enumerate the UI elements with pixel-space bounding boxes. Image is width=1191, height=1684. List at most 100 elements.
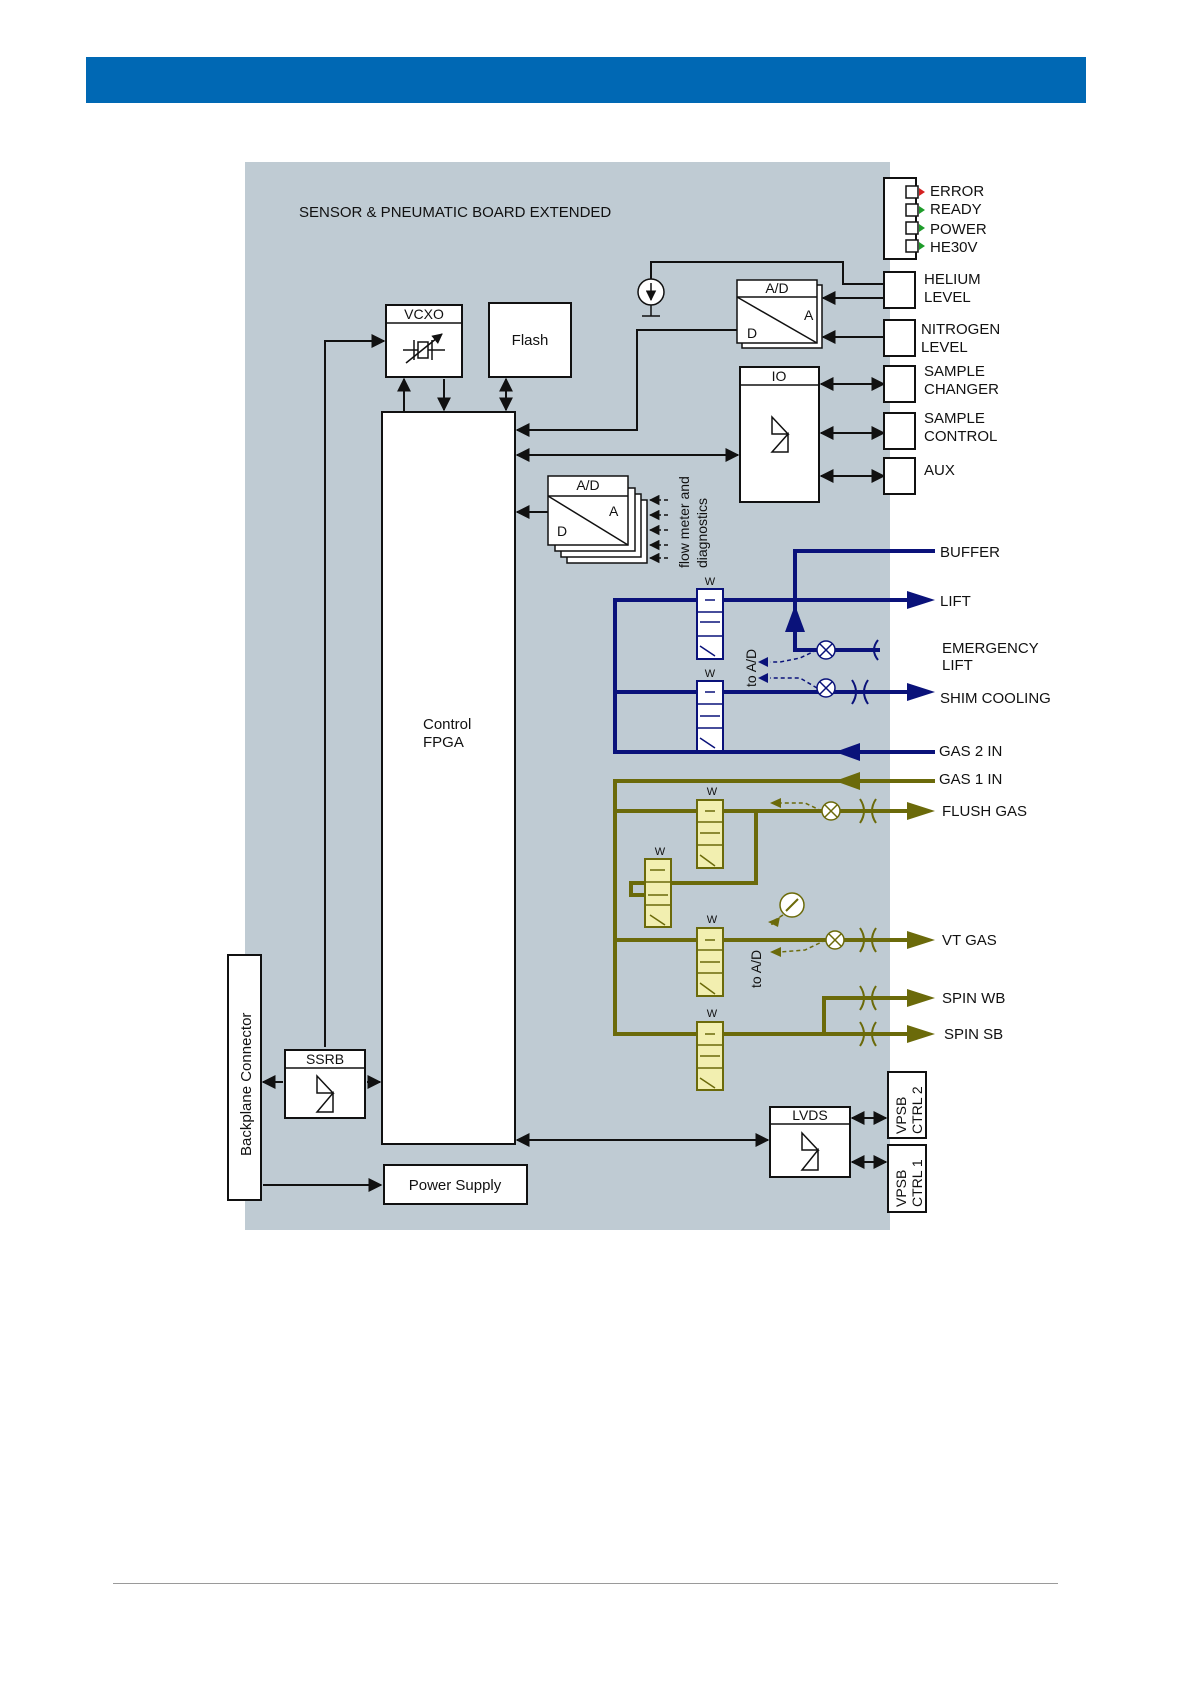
buffer-label: BUFFER — [940, 544, 1000, 561]
ad-top-label: A/D — [765, 280, 788, 296]
fpga-block — [381, 411, 516, 1145]
backplane-connector — [227, 954, 262, 1201]
led-green-icon — [919, 242, 925, 250]
vt-label: VT GAS — [942, 932, 997, 949]
valve-olive-4: W — [696, 1008, 724, 1091]
gas1-arrows — [835, 772, 935, 1043]
gas2-lines — [613, 549, 935, 754]
spin-sb-label: SPIN SB — [944, 1026, 1003, 1043]
vpsb2-label-1: VPSB — [893, 1097, 909, 1134]
valve-olive-3: W — [696, 914, 724, 997]
to-ad-olive: to A/D — [748, 950, 764, 988]
svg-text:W: W — [707, 786, 718, 798]
power-supply-block — [383, 1164, 528, 1205]
gas1-label: GAS 1 IN — [939, 771, 1002, 788]
lvds-block: LVDS — [769, 1106, 851, 1178]
svg-text:W: W — [707, 1008, 718, 1020]
svg-text:W: W — [705, 668, 716, 680]
aux-label: AUX — [924, 462, 955, 479]
power-supply-label: Power Supply — [409, 1177, 502, 1194]
emergency-label-1: EMERGENCY — [942, 640, 1039, 657]
ad-top-a: A — [804, 307, 814, 323]
nitrogen-connector — [883, 319, 916, 357]
flow-meter-label-2: diagnostics — [694, 498, 710, 568]
io-label: IO — [772, 368, 787, 384]
flush-label: FLUSH GAS — [942, 803, 1027, 820]
svg-text:W: W — [705, 576, 716, 588]
sample-control-label-2: CONTROL — [924, 428, 997, 445]
fpga-label-2: FPGA — [423, 734, 464, 751]
led-green-icon — [919, 206, 925, 214]
ad-converter-top: A/D A D — [736, 279, 823, 349]
led-panel — [883, 177, 925, 260]
restrictor-icon — [859, 927, 877, 953]
shim-label: SHIM COOLING — [940, 690, 1051, 707]
fpga-label-1: Control — [423, 716, 471, 733]
flash-block — [488, 302, 572, 378]
led-label-power: POWER — [930, 221, 987, 238]
svg-text:W: W — [655, 846, 666, 858]
ad-converter-flow: A/D A D — [547, 475, 648, 564]
vpsb-ctrl1-connector — [887, 1144, 927, 1213]
led-label-he30v: HE30V — [930, 239, 978, 256]
restrictor-icon — [859, 985, 877, 1011]
sample-control-connector — [883, 412, 916, 450]
vcxo-block: VCXO — [385, 304, 463, 378]
buffer-icon — [315, 1074, 335, 1113]
lvds-label: LVDS — [792, 1107, 828, 1123]
io-block: IO — [739, 366, 820, 503]
restrictor-icon — [851, 679, 869, 705]
nitrogen-label-2: LEVEL — [921, 339, 968, 356]
ad-mid-d: D — [557, 523, 567, 539]
vpsb2-label-2: CTRL 2 — [909, 1086, 925, 1134]
gas1-flowmeters — [779, 798, 877, 1047]
gas2-label: GAS 2 IN — [939, 743, 1002, 760]
to-ad-blue: to A/D — [743, 649, 759, 687]
ad-mid-a: A — [609, 503, 619, 519]
gas2-arrows — [785, 591, 935, 761]
led-green-icon — [919, 224, 925, 232]
ssrb-label: SSRB — [306, 1051, 344, 1067]
sample-changer-label-1: SAMPLE — [924, 363, 985, 380]
nitrogen-label-1: NITROGEN — [921, 321, 1000, 338]
crystal-icon — [403, 333, 445, 364]
aux-connector — [883, 457, 916, 495]
helium-label-2: LEVEL — [924, 289, 971, 306]
vpsb-ctrl2-connector — [887, 1071, 927, 1139]
restrictor-icon — [859, 1021, 877, 1047]
flow-meter-label-1: flow meter and — [676, 476, 692, 568]
vpsb1-label-2: CTRL 1 — [909, 1159, 925, 1207]
emergency-label-2: LIFT — [942, 657, 973, 674]
helium-connector — [883, 271, 916, 309]
footer-rule — [113, 1583, 1058, 1584]
flash-label: Flash — [512, 332, 549, 349]
ad-top-d: D — [747, 325, 757, 341]
header-bar — [86, 57, 1086, 103]
lift-label: LIFT — [940, 593, 971, 610]
valve-blue-2: W — [696, 668, 724, 752]
buffer-icon — [800, 1131, 820, 1171]
restrictor-icon — [859, 798, 877, 824]
ssrb-block: SSRB — [284, 1049, 366, 1119]
sample-changer-label-2: CHANGER — [924, 381, 999, 398]
sample-changer-connector — [883, 365, 916, 403]
board-title: SENSOR & PNEUMATIC BOARD EXTENDED — [299, 204, 611, 221]
gas2-flowmeters — [816, 639, 879, 705]
spin-wb-label: SPIN WB — [942, 990, 1005, 1007]
vcxo-label: VCXO — [404, 306, 444, 322]
buffer-icon — [770, 415, 790, 453]
sample-control-label-1: SAMPLE — [924, 410, 985, 427]
helium-label-1: HELIUM — [924, 271, 981, 288]
led-label-ready: READY — [930, 201, 982, 218]
valve-olive-1: W — [696, 786, 724, 869]
valve-olive-2: W — [644, 846, 672, 928]
ad-mid-label: A/D — [576, 477, 599, 493]
vpsb1-label-1: VPSB — [893, 1170, 909, 1207]
svg-text:W: W — [707, 914, 718, 926]
valve-blue-1: W — [696, 576, 724, 660]
gas1-lines — [613, 779, 935, 1036]
backplane-label: Backplane Connector — [238, 1013, 255, 1156]
led-red-icon — [919, 188, 925, 196]
led-label-error: ERROR — [930, 183, 984, 200]
